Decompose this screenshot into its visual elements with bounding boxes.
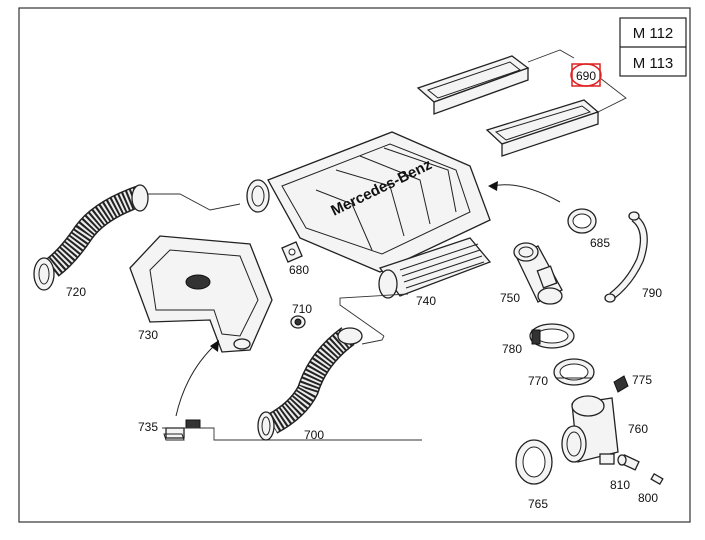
part-label-800: 800	[638, 491, 658, 505]
part-label-770: 770	[528, 374, 548, 388]
diagram-frame	[18, 7, 691, 523]
part-710-intake-duct-right[interactable]	[257, 327, 363, 441]
part-label-790: 790	[642, 286, 662, 300]
part-label-810: 810	[610, 478, 630, 492]
part-label-765: 765	[528, 497, 548, 511]
engine-code-box: M 112 M 113	[619, 17, 687, 77]
part-label-780: 780	[502, 342, 522, 356]
part-label-775: 775	[632, 373, 652, 387]
part-790-breather-hose[interactable]	[604, 211, 648, 303]
part-780-hose-clamp[interactable]	[529, 323, 575, 349]
part-label-710: 700	[304, 428, 324, 442]
part-label-730: 730	[138, 328, 158, 342]
part-label-680: 740	[416, 294, 436, 308]
part-740-grommet[interactable]	[290, 315, 306, 329]
part-label-685: 685	[590, 236, 610, 250]
part-label-760: 760	[628, 422, 648, 436]
part-760-throttle-housing[interactable]	[561, 395, 619, 465]
part-720-intake-duct-left[interactable]	[33, 184, 149, 291]
part-765-seal[interactable]	[515, 439, 553, 485]
part-label-735: 735	[138, 420, 158, 434]
direction-arrow-735	[175, 343, 217, 417]
part-810-bushing[interactable]	[617, 454, 640, 471]
highlight-690-box[interactable]: 690	[570, 63, 602, 87]
part-800-screw[interactable]	[650, 473, 664, 485]
part-label-690: 690	[576, 69, 596, 83]
part-700-holder[interactable]	[281, 241, 303, 263]
part-730-shield[interactable]	[129, 235, 273, 353]
part-690-filter-elements[interactable]	[416, 49, 627, 157]
part-label-750: 750	[500, 291, 520, 305]
part-label-720: 720	[66, 285, 86, 299]
part-label-740: 710	[292, 302, 312, 316]
part-770-sleeve[interactable]	[553, 358, 595, 386]
part-label-700: 680	[289, 263, 309, 277]
part-680-air-filter-housing[interactable]: Mercedes-Benz	[246, 131, 492, 299]
part-735-clips[interactable]	[163, 419, 201, 441]
part-775-clip[interactable]	[613, 375, 629, 393]
engine-code-1: M 112	[633, 25, 674, 42]
engine-code-2: M 113	[633, 55, 674, 72]
direction-arrow-685	[491, 184, 561, 203]
part-685-seal-ring[interactable]	[567, 208, 597, 234]
part-750-air-mass-sensor[interactable]	[513, 242, 563, 305]
